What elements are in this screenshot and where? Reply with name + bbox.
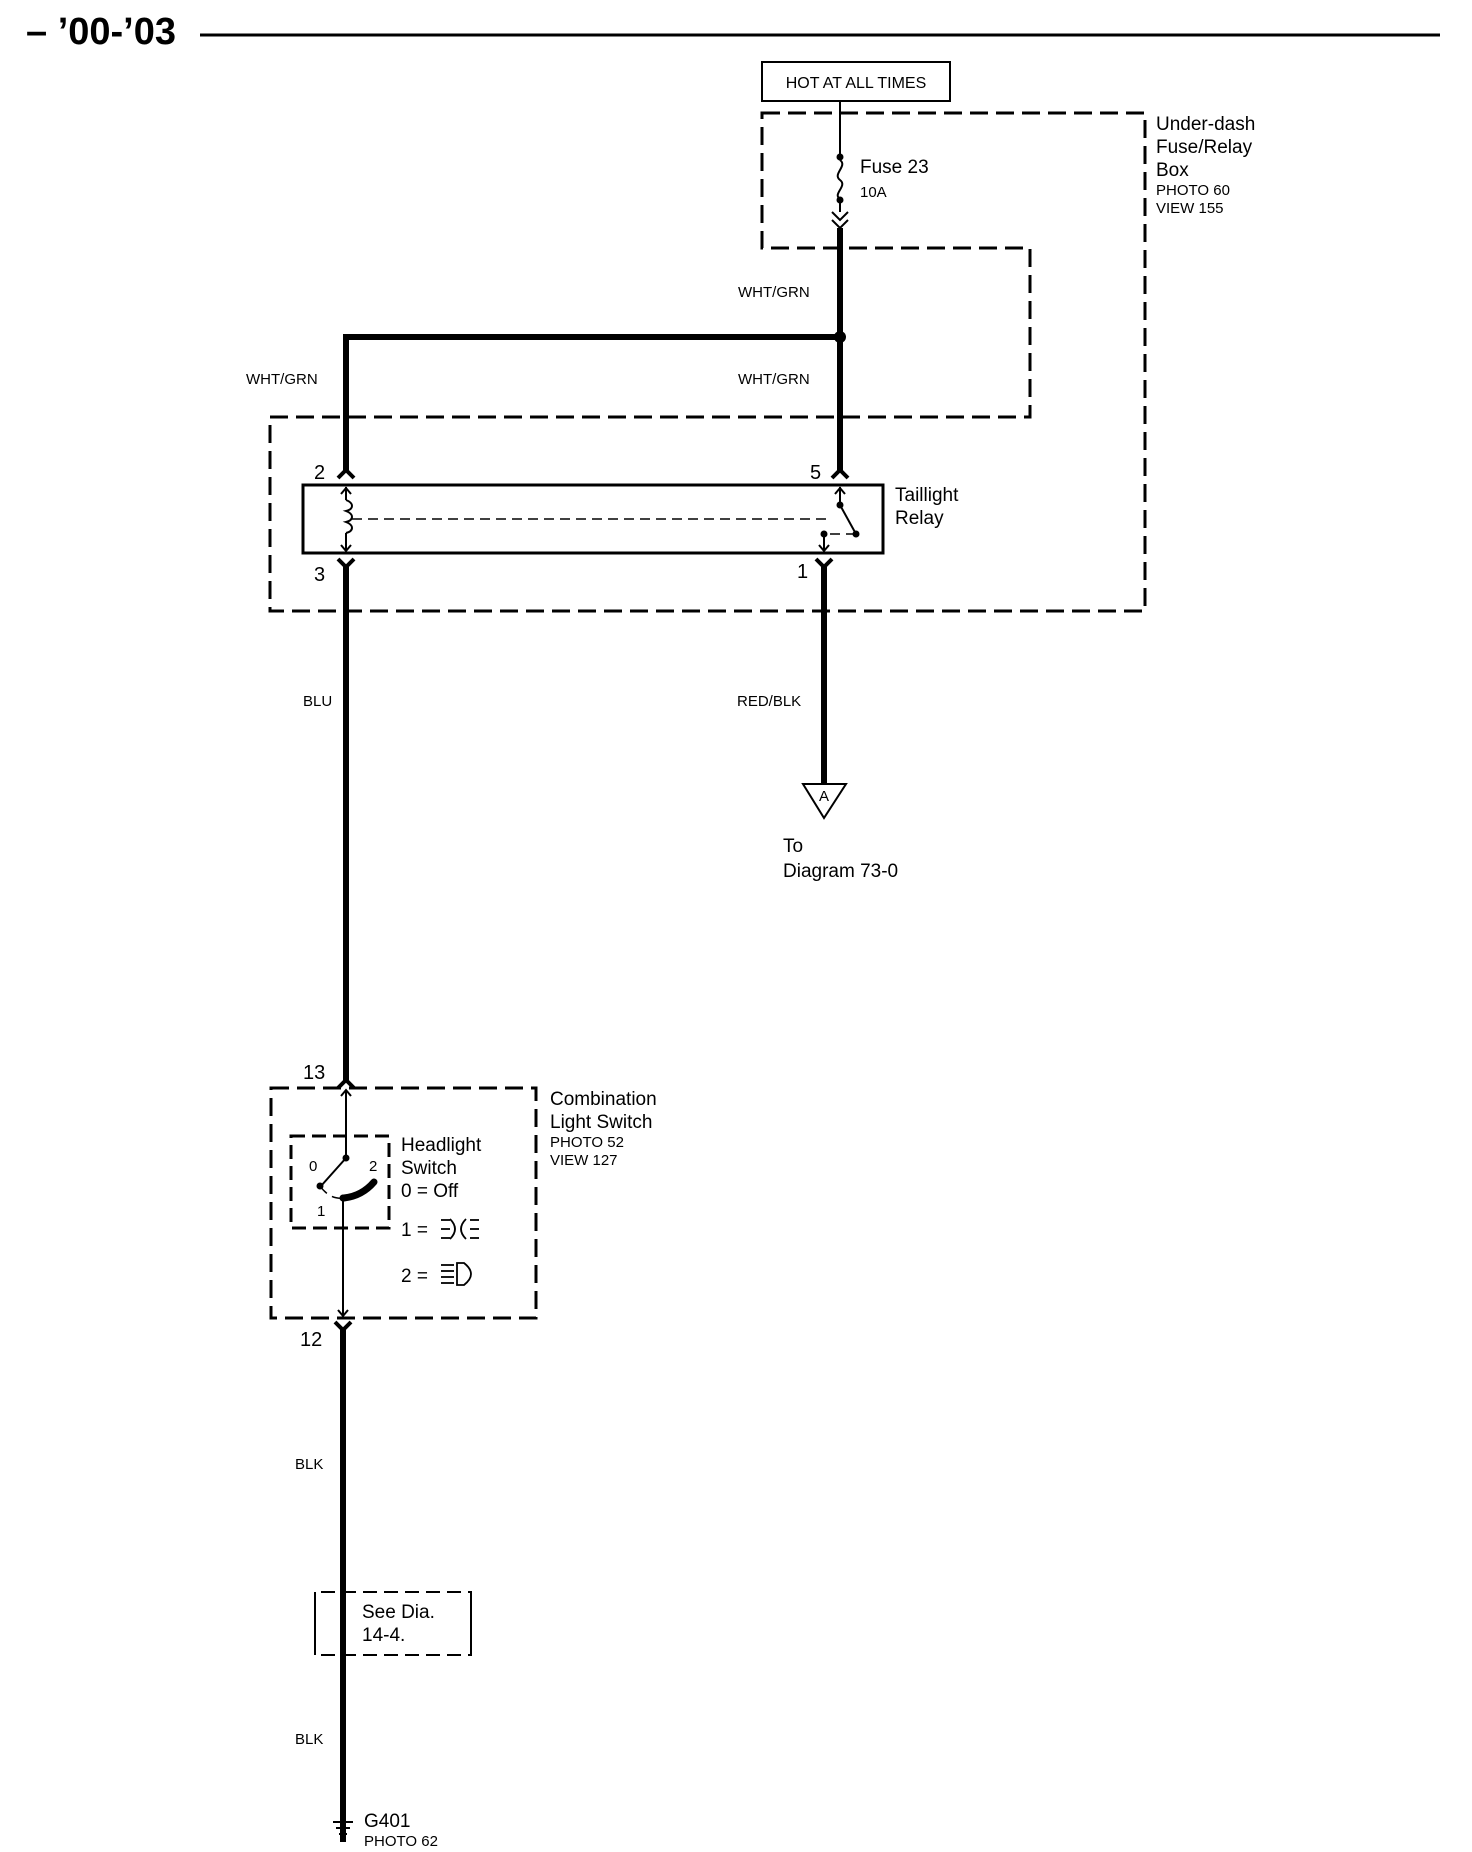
switch-legend-0: 0 = Off [401, 1181, 459, 1202]
parking-lights-icon [441, 1218, 479, 1240]
headlight-switch-name-line2: Switch [401, 1158, 457, 1179]
power-source-box [761, 61, 951, 102]
connector-pin-3 [336, 557, 356, 570]
relay-pin-3: 3 [314, 564, 325, 586]
switch-blade [320, 1157, 347, 1187]
switch-position-arc [340, 1178, 378, 1202]
wire-splice-to-pin2 [343, 334, 840, 470]
headlight-switch [289, 1134, 391, 1230]
switch-legend-1: 1 = [401, 1220, 428, 1241]
relay-pin-1: 1 [797, 561, 808, 583]
relay-name-line2: Relay [895, 508, 944, 529]
switch-pin-13: 13 [303, 1062, 325, 1084]
relay-coil-icon [342, 499, 353, 534]
switch-dashed-arc [319, 1185, 345, 1199]
combo-switch-photo: PHOTO 52 [550, 1134, 624, 1151]
see-dia-line2: 14-4. [362, 1625, 405, 1646]
wire-label-to-pin2: WHT/GRN [246, 371, 318, 388]
combo-switch-name-line2: Light Switch [550, 1112, 652, 1133]
fuse-box-name-line2: Fuse/Relay [1156, 137, 1253, 158]
wire-label-switch-out: BLK [295, 1456, 323, 1473]
wire-label-pin1-out: RED/BLK [737, 693, 801, 710]
connector-pin-5 [830, 467, 850, 480]
switch-pos-label-2: 2 [369, 1158, 377, 1175]
switch-pin-12: 12 [300, 1329, 322, 1351]
relay-coil-arrow-bottom [340, 544, 352, 553]
switch-arrow-bottom [337, 1309, 349, 1318]
fuse-terminal-top [836, 153, 844, 161]
switch-pos-label-1: 1 [317, 1203, 325, 1220]
ground-photo: PHOTO 62 [364, 1833, 438, 1850]
ground-name: G401 [364, 1811, 410, 1832]
headlight-switch-name-line1: Headlight [401, 1135, 482, 1156]
wire-label-ground: BLK [295, 1731, 323, 1748]
relay-name-line1: Taillight [895, 485, 959, 506]
combination-light-switch [269, 1086, 538, 1320]
headlight-icon [441, 1262, 472, 1286]
fuse-box-outline [268, 111, 1147, 613]
fuse-box-photo: PHOTO 60 [1156, 182, 1230, 199]
connector-pin-1 [814, 557, 834, 570]
page-title: – ’00-’03 [26, 11, 176, 53]
relay-contact-arm [839, 504, 857, 535]
combo-switch-name-line1: Combination [550, 1089, 657, 1110]
power-source-label: HOT AT ALL TIMES [786, 75, 927, 92]
relay-contact-arrow-bottom [818, 544, 830, 553]
fuse-element [836, 159, 844, 200]
switch-legend-2: 2 = [401, 1266, 428, 1287]
fuse-box-view: VIEW 155 [1156, 200, 1224, 217]
connector-a-letter: A [819, 788, 829, 805]
ground-icon [333, 1821, 353, 1835]
connector-pin-13 [336, 1077, 356, 1090]
relay-contact-arrow-top [834, 486, 846, 495]
relay-pin-2: 2 [314, 462, 325, 484]
see-dia-line1: See Dia. [362, 1602, 435, 1623]
connector-pin-12 [333, 1320, 353, 1333]
fuse-box-name-line3: Box [1156, 160, 1189, 181]
fuse-box-name-line1: Under-dash [1156, 114, 1255, 135]
connector-a-to: To [783, 836, 803, 857]
connector-pin-2 [336, 467, 356, 480]
wire-label-to-pin5: WHT/GRN [738, 371, 810, 388]
connector-a-icon [801, 783, 848, 820]
wire-label-pin3-out: BLU [303, 693, 332, 710]
relay-pin-5: 5 [810, 462, 821, 484]
wire-label-fuse-out: WHT/GRN [738, 284, 810, 301]
fuse-connector [831, 211, 849, 230]
fuse-rating: 10A [860, 184, 887, 201]
relay-coil-arrow-top [340, 486, 352, 495]
switch-arrow-top [340, 1088, 352, 1097]
connector-a-diagram: Diagram 73-0 [783, 861, 898, 882]
fuse-name: Fuse 23 [860, 157, 929, 178]
combo-switch-view: VIEW 127 [550, 1152, 618, 1169]
switch-pos-label-0: 0 [309, 1158, 317, 1175]
